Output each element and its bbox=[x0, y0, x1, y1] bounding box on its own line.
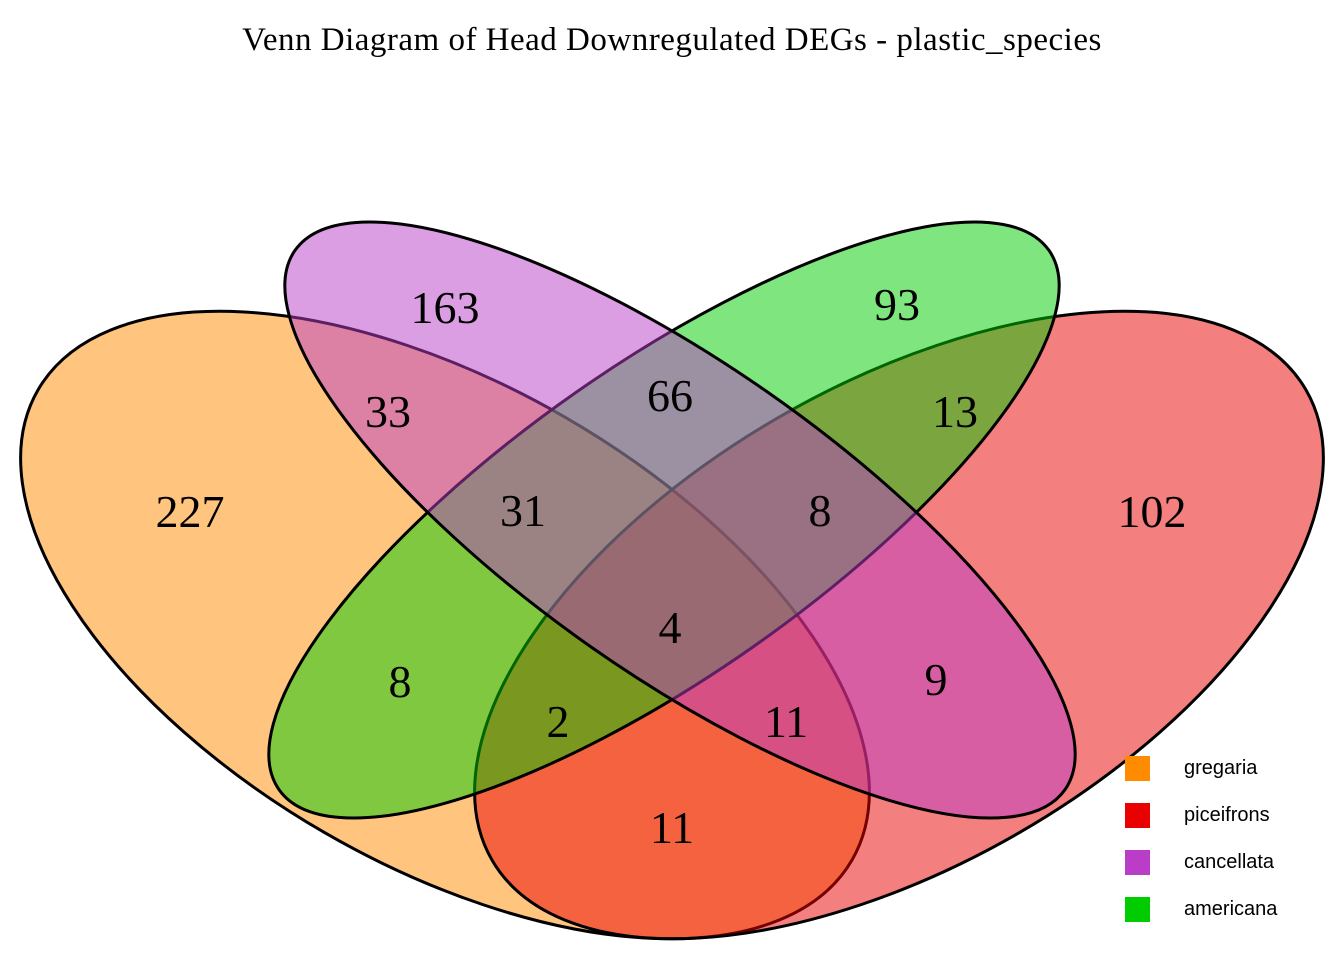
region-gregaria-only: 227 bbox=[155, 486, 225, 537]
cancellata-ellipse bbox=[283, 220, 1077, 820]
legend-label-americana: americana bbox=[1184, 898, 1278, 920]
region-gregaria-cancellata-piceifrons: 11 bbox=[763, 696, 809, 747]
legend-label-gregaria: gregaria bbox=[1184, 757, 1258, 779]
region-all-four: 4 bbox=[658, 602, 682, 653]
legend-item-americana: americana bbox=[1125, 897, 1277, 922]
region-cancellata-americana: 66 bbox=[647, 370, 693, 421]
region-gregaria-piceifrons: 11 bbox=[649, 802, 695, 853]
region-cancellata-piceifrons: 9 bbox=[924, 654, 948, 705]
region-americana-only: 93 bbox=[874, 279, 920, 330]
legend-swatch-piceifrons bbox=[1125, 803, 1150, 828]
legend-item-piceifrons: piceifrons bbox=[1125, 803, 1277, 828]
legend-swatch-gregaria bbox=[1125, 756, 1150, 781]
region-americana-piceifrons: 13 bbox=[932, 386, 978, 437]
legend-swatch-cancellata bbox=[1125, 850, 1150, 875]
legend: gregaria piceifrons cancellata americana bbox=[1125, 756, 1277, 922]
region-piceifrons-only: 102 bbox=[1117, 486, 1187, 537]
region-cancellata-americana-piceifrons: 8 bbox=[808, 485, 832, 536]
region-gregaria-americana-piceifrons: 2 bbox=[546, 696, 570, 747]
legend-swatch-americana bbox=[1125, 897, 1150, 922]
region-gregaria-americana: 8 bbox=[388, 656, 412, 707]
legend-label-piceifrons: piceifrons bbox=[1184, 804, 1270, 826]
chart-title: Venn Diagram of Head Downregulated DEGs … bbox=[242, 22, 1102, 58]
legend-item-cancellata: cancellata bbox=[1125, 850, 1277, 875]
region-gregaria-cancellata: 33 bbox=[365, 386, 411, 437]
legend-item-gregaria: gregaria bbox=[1125, 756, 1277, 781]
legend-label-cancellata: cancellata bbox=[1184, 851, 1275, 873]
region-cancellata-only: 163 bbox=[410, 282, 480, 333]
region-gregaria-cancellata-americana: 31 bbox=[500, 485, 546, 536]
